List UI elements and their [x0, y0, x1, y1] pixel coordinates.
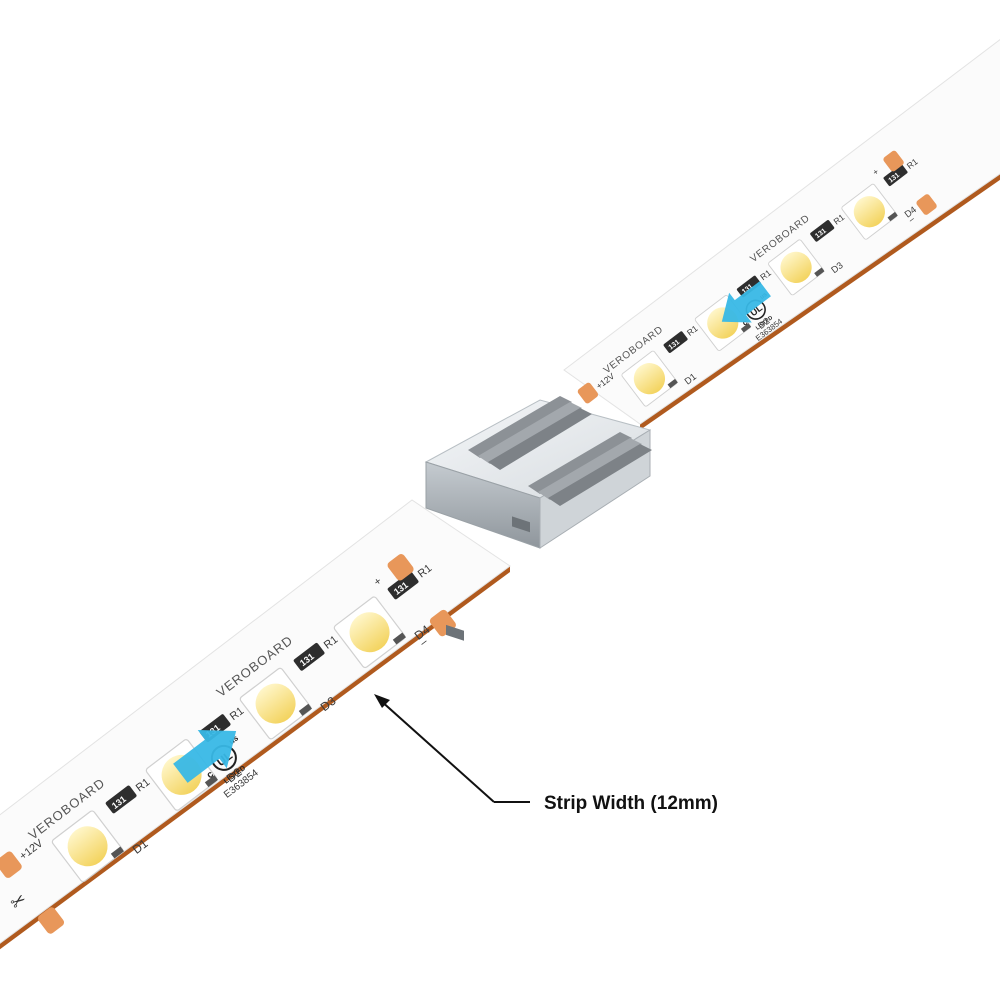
led-lead — [814, 267, 825, 277]
strip-surface — [563, 38, 1000, 425]
strip-connector — [424, 396, 652, 641]
led-strip-segment-right: +12V✂D1131R1VEROBOARDD2131R1D3131R1VEROB… — [563, 38, 1000, 447]
ul-mark-c: c — [740, 317, 749, 327]
led-lead — [392, 632, 406, 645]
resistor — [293, 642, 325, 671]
connector-slot — [512, 516, 530, 533]
strip-edge — [0, 566, 510, 950]
strip-width-callout: Strip Width (12mm) — [374, 694, 718, 814]
connector-slot — [446, 624, 464, 641]
insertion-arrow-icon — [173, 730, 237, 783]
solder-pad — [577, 382, 599, 404]
callout-leader-line — [379, 699, 495, 803]
insertion-arrow-icon — [721, 281, 771, 323]
resistor — [883, 164, 908, 187]
plus-sign: + — [871, 166, 881, 177]
led-emitter — [633, 363, 666, 395]
led-emitter — [67, 826, 108, 867]
led-emitter — [255, 683, 296, 724]
connector-pins-left — [468, 396, 592, 470]
resistor — [736, 275, 761, 298]
solder-pad — [387, 554, 414, 581]
led-lead — [110, 846, 125, 859]
resistor — [663, 331, 688, 353]
resistor — [387, 571, 419, 600]
solder-pad — [916, 194, 937, 215]
connector-pins-right — [528, 432, 652, 506]
led-emitter — [780, 251, 812, 283]
led-lead — [204, 775, 219, 788]
callout-label: Strip Width (12mm) — [544, 793, 718, 814]
led-lead — [740, 323, 752, 333]
led-strip-segment-left: +12V✂D1131R1VEROBOARDD2131R1D3131R1VEROB… — [0, 499, 511, 950]
minus-sign: – — [906, 214, 916, 225]
led-emitter — [853, 196, 885, 228]
callout-arrowhead — [374, 694, 390, 708]
resistor — [810, 220, 835, 242]
led-lead — [298, 703, 313, 716]
strip-edge — [640, 173, 1000, 430]
led-lead — [887, 211, 898, 222]
ul-mark-c: c — [205, 769, 216, 781]
led-lead — [667, 378, 678, 389]
solder-pad — [0, 851, 22, 878]
solder-pad — [38, 907, 65, 934]
solder-pad — [883, 150, 904, 172]
resistor — [105, 785, 137, 814]
led-emitter — [349, 612, 390, 653]
